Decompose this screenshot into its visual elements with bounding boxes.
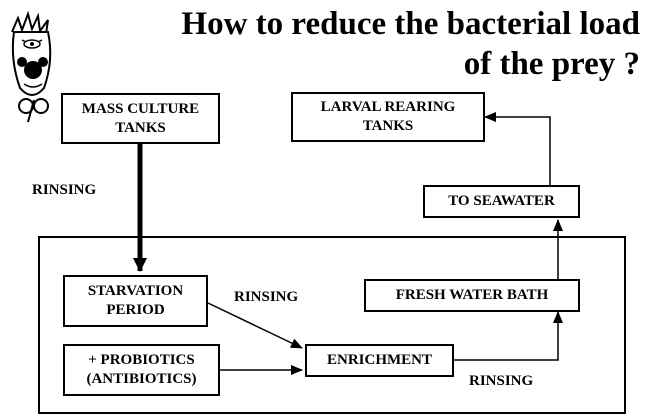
diagram-title-line-2: of the prey ?: [463, 46, 640, 82]
process-frame: [38, 236, 626, 414]
diagram-title-line-1: How to reduce the bacterial load: [181, 6, 640, 42]
arrow-enrichment-to-fresh-water-bath: [454, 311, 563, 361]
node-starvation-line-1: STARVATION: [87, 283, 184, 299]
node-larval-rearing-line-2: TANKS: [362, 118, 414, 134]
node-fresh-water-bath-label: FRESH WATER BATH: [395, 287, 549, 303]
node-to-seawater-label: TO SEAWATER: [448, 193, 555, 209]
node-starvation-line-2: PERIOD: [106, 302, 165, 318]
arrow-seawater-to-larval-rearing: [484, 112, 551, 185]
rinsing-label-left: RINSING: [32, 182, 97, 198]
node-to-seawater: TO SEAWATER: [423, 185, 580, 218]
node-larval-rearing-line-1: LARVAL REARING: [320, 99, 456, 115]
rinsing-label-bottom: RINSING: [469, 373, 534, 389]
node-mass-culture-line-1: MASS CULTURE: [81, 100, 200, 117]
node-mass-culture-line-2: TANKS: [115, 119, 166, 136]
arrow-starvation-to-enrichment: [207, 302, 303, 349]
rinsing-label-middle: RINSING: [234, 289, 299, 305]
node-probiotics: + PROBIOTICS (ANTIBIOTICS): [63, 344, 220, 396]
node-larval-rearing-tanks: LARVAL REARING TANKS: [291, 92, 485, 142]
node-enrichment-label: ENRICHMENT: [326, 352, 432, 368]
node-probiotics-line-2: (ANTIBIOTICS): [86, 371, 197, 387]
node-enrichment: ENRICHMENT: [305, 344, 454, 377]
node-starvation-period: STARVATION PERIOD: [63, 275, 208, 327]
node-mass-culture-tanks: MASS CULTURE TANKS: [61, 93, 220, 144]
node-probiotics-line-1: + PROBIOTICS: [88, 352, 195, 368]
cartoon-mascot-icon: [11, 10, 52, 123]
node-fresh-water-bath: FRESH WATER BATH: [364, 279, 580, 312]
